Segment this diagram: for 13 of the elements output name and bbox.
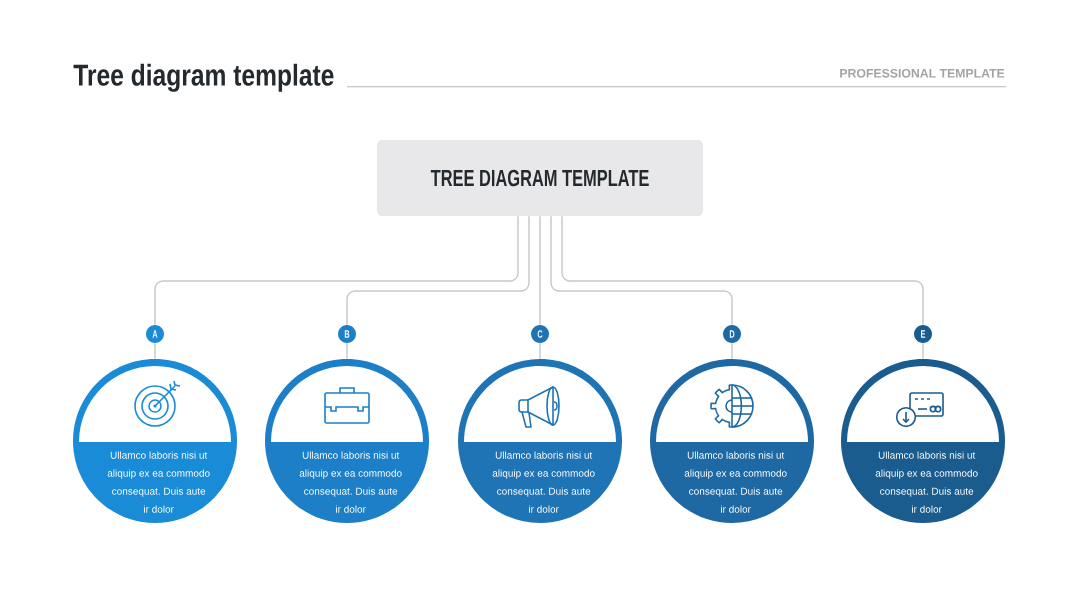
connector-line	[154, 215, 519, 326]
connector-line	[154, 342, 156, 360]
connector-line	[731, 342, 733, 360]
title-box: TREE DIAGRAM TEMPLATE	[377, 140, 703, 216]
connector-line	[561, 215, 924, 326]
connector-line	[539, 215, 541, 326]
connector-line	[346, 215, 530, 326]
connector-line	[922, 342, 924, 360]
header-tagline: PROFESSIONAL TEMPLATE	[840, 68, 1005, 78]
connector-line	[346, 342, 348, 360]
page-title: Tree diagram template	[73, 63, 334, 92]
connector-line	[539, 342, 541, 360]
connector-line	[550, 215, 733, 326]
